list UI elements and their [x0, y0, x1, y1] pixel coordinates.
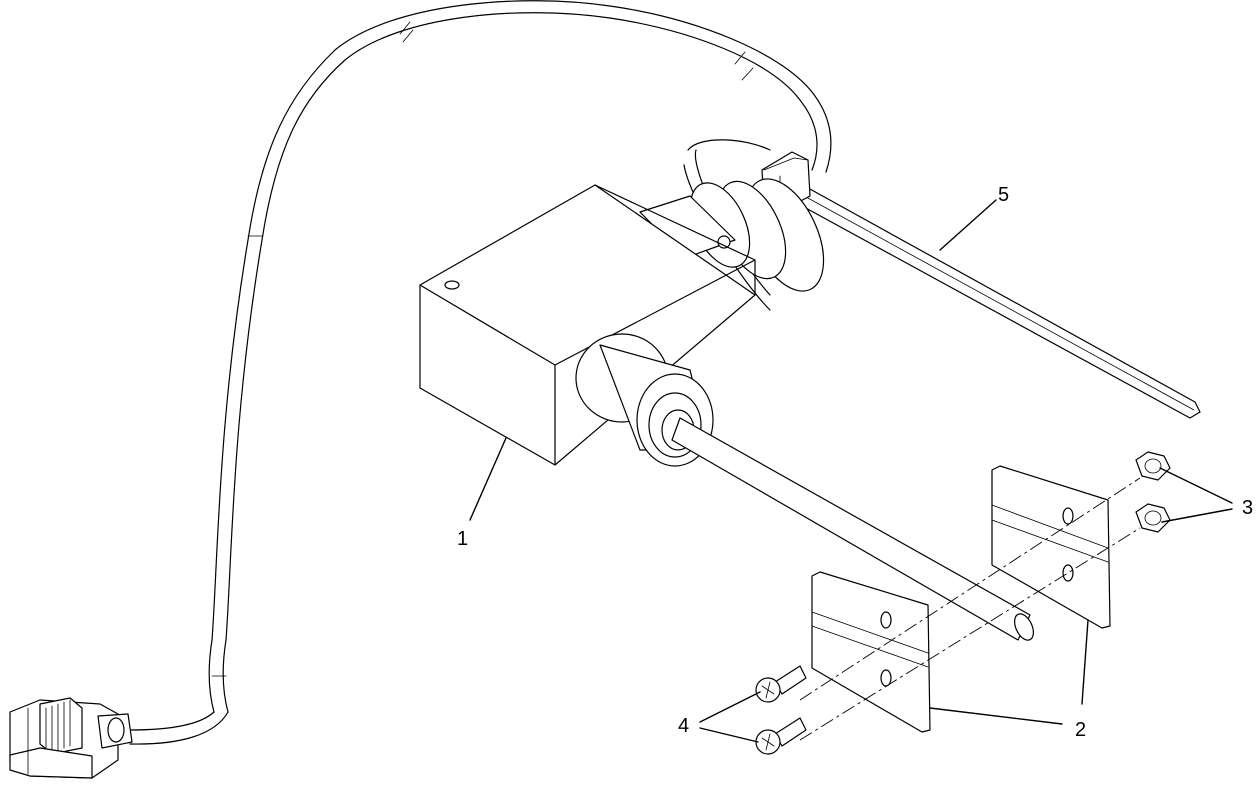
leader-4a: [699, 691, 761, 723]
callout-2: 2: [1075, 719, 1086, 741]
leader-1: [469, 437, 507, 521]
leader-4b: [699, 727, 759, 743]
leader-3a: [1159, 467, 1233, 504]
sensor-body: [419, 178, 1034, 641]
callout-5: 5: [998, 184, 1009, 206]
alignment-lines: [799, 477, 1141, 741]
nuts: [1135, 451, 1171, 533]
leader-2b: [929, 707, 1063, 725]
leader-5: [939, 199, 997, 251]
leader-2a: [1081, 619, 1089, 705]
callout-4: 4: [678, 715, 689, 737]
leader-lines: [469, 199, 1233, 743]
wire-harness: [129, 0, 832, 745]
screws: [755, 665, 807, 755]
wire-connector: [9, 697, 133, 779]
mounting-bracket-rear: [991, 465, 1111, 629]
mounting-bracket-front: [811, 571, 931, 733]
cable-tie: [683, 139, 1201, 419]
callout-1: 1: [457, 528, 468, 550]
callout-3: 3: [1242, 497, 1253, 519]
leader-3b: [1161, 508, 1233, 523]
